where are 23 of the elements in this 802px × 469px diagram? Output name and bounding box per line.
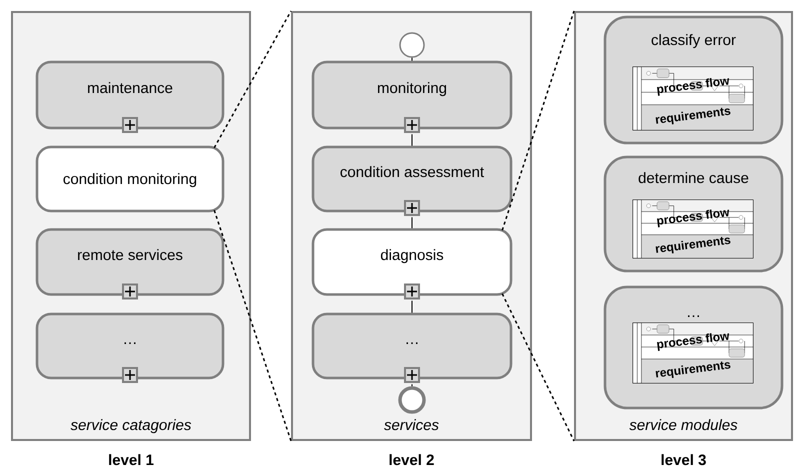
lane-label: process flow xyxy=(657,78,730,96)
level-label: level 2 xyxy=(390,454,434,466)
event-circle xyxy=(399,32,425,58)
lane-label: requirements xyxy=(656,361,730,378)
process-box: maintenance xyxy=(36,60,224,130)
level-label: level 3 xyxy=(662,454,706,466)
zoom-line xyxy=(214,210,292,442)
process-box: remote services xyxy=(36,228,224,296)
process-box: condition assessment xyxy=(312,146,512,212)
process-box: monitoring xyxy=(312,60,512,130)
process-box: diagnosis xyxy=(312,228,512,296)
level-label: level 1 xyxy=(109,454,154,466)
lane-label: process flow xyxy=(657,210,730,228)
lane-label: requirements xyxy=(656,236,730,254)
zoom-line xyxy=(214,10,292,148)
process-box: … xyxy=(312,312,512,380)
event-circle xyxy=(398,386,426,414)
zoom-line xyxy=(502,10,575,230)
zoom-line xyxy=(502,293,575,442)
lane-label: process flow xyxy=(657,333,730,351)
process-box: condition monitoring xyxy=(36,146,224,212)
process-box: … xyxy=(36,312,224,380)
lane-label: requirements xyxy=(656,108,730,124)
